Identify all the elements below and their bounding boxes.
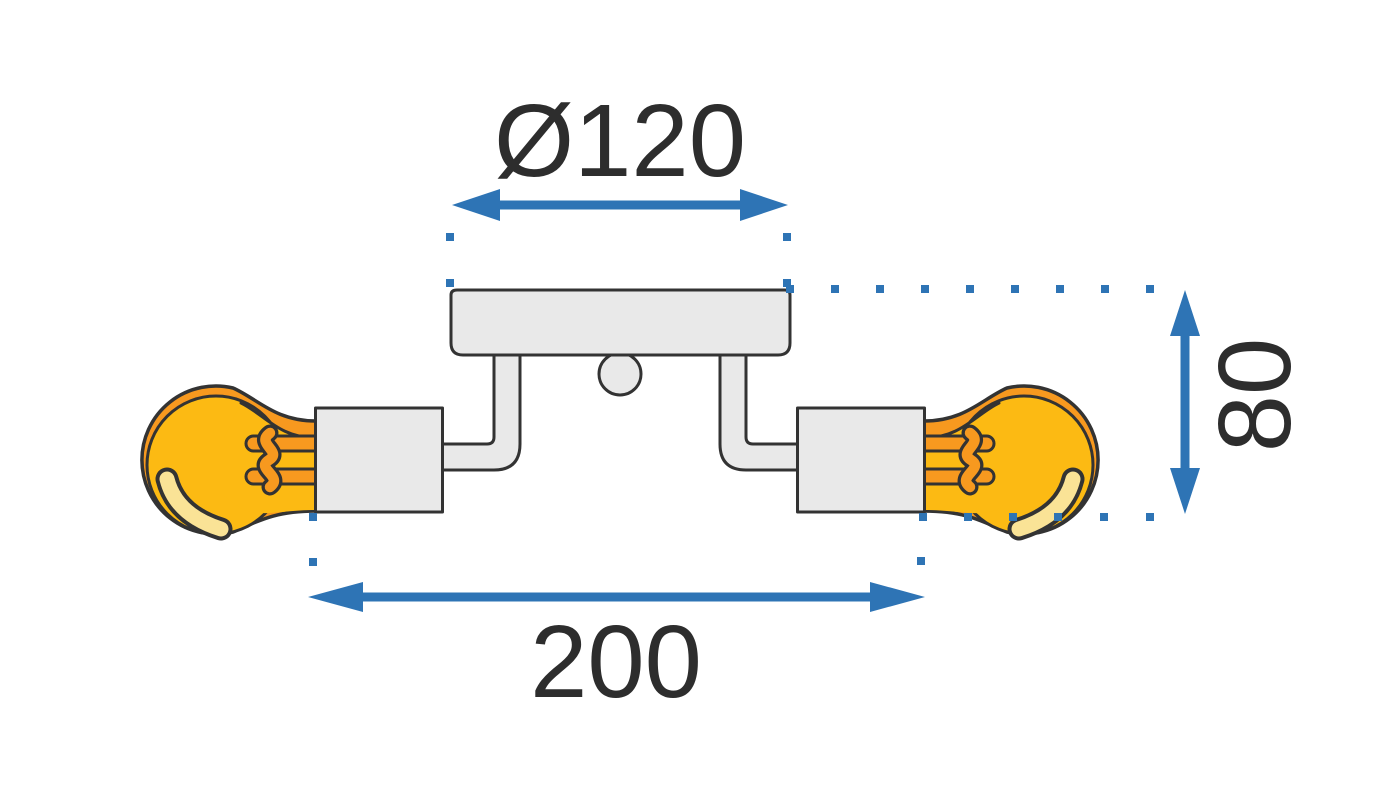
- filament-squiggle: [260, 427, 280, 493]
- left-lamp-unit: [140, 350, 522, 541]
- width-dimension-label: 200: [530, 604, 702, 719]
- extension-dot: [1146, 285, 1154, 293]
- height-bottom-dotted-line: [919, 513, 1154, 521]
- extension-dot: [831, 285, 839, 293]
- extension-dot: [309, 558, 317, 566]
- bulb: [140, 384, 324, 541]
- height-top-dotted-line: [786, 285, 1154, 293]
- width-extension-dots: [309, 513, 925, 566]
- extension-dot: [1011, 285, 1019, 293]
- filament-tube-bottom: [244, 467, 324, 486]
- extension-dot: [1101, 285, 1109, 293]
- diameter-extension-dots: [446, 233, 791, 287]
- extension-dot: [786, 285, 794, 293]
- extension-dot: [919, 513, 927, 521]
- extension-dot: [446, 279, 454, 287]
- extension-dot: [446, 233, 454, 241]
- extension-dot: [1054, 513, 1062, 521]
- ceiling-canopy-plate: [449, 288, 792, 357]
- height-dimension-label: 80: [1197, 338, 1312, 453]
- bulb-highlight: [159, 471, 229, 537]
- extension-dot: [964, 513, 972, 521]
- extension-dot: [966, 285, 974, 293]
- extension-dot: [876, 285, 884, 293]
- diameter-dimension-arrow: [452, 189, 788, 221]
- extension-dot: [1100, 513, 1108, 521]
- right-lamp-unit-mirrored: [720, 352, 1098, 534]
- extension-dot: [921, 285, 929, 293]
- extension-dot: [1056, 285, 1064, 293]
- extension-dot: [1009, 513, 1017, 521]
- extension-dot: [783, 279, 791, 287]
- bulb-socket: [314, 406, 444, 514]
- width-dimension-arrow: [308, 582, 925, 612]
- diameter-dimension-label: Ø120: [494, 83, 746, 198]
- extension-dot: [917, 557, 925, 565]
- extension-dot: [309, 513, 317, 521]
- height-dimension-arrow: [1170, 290, 1200, 514]
- extension-dot: [1146, 513, 1154, 521]
- canopy-knob: [597, 351, 643, 397]
- extension-dot: [783, 233, 791, 241]
- left-arm-pipe: [439, 350, 522, 472]
